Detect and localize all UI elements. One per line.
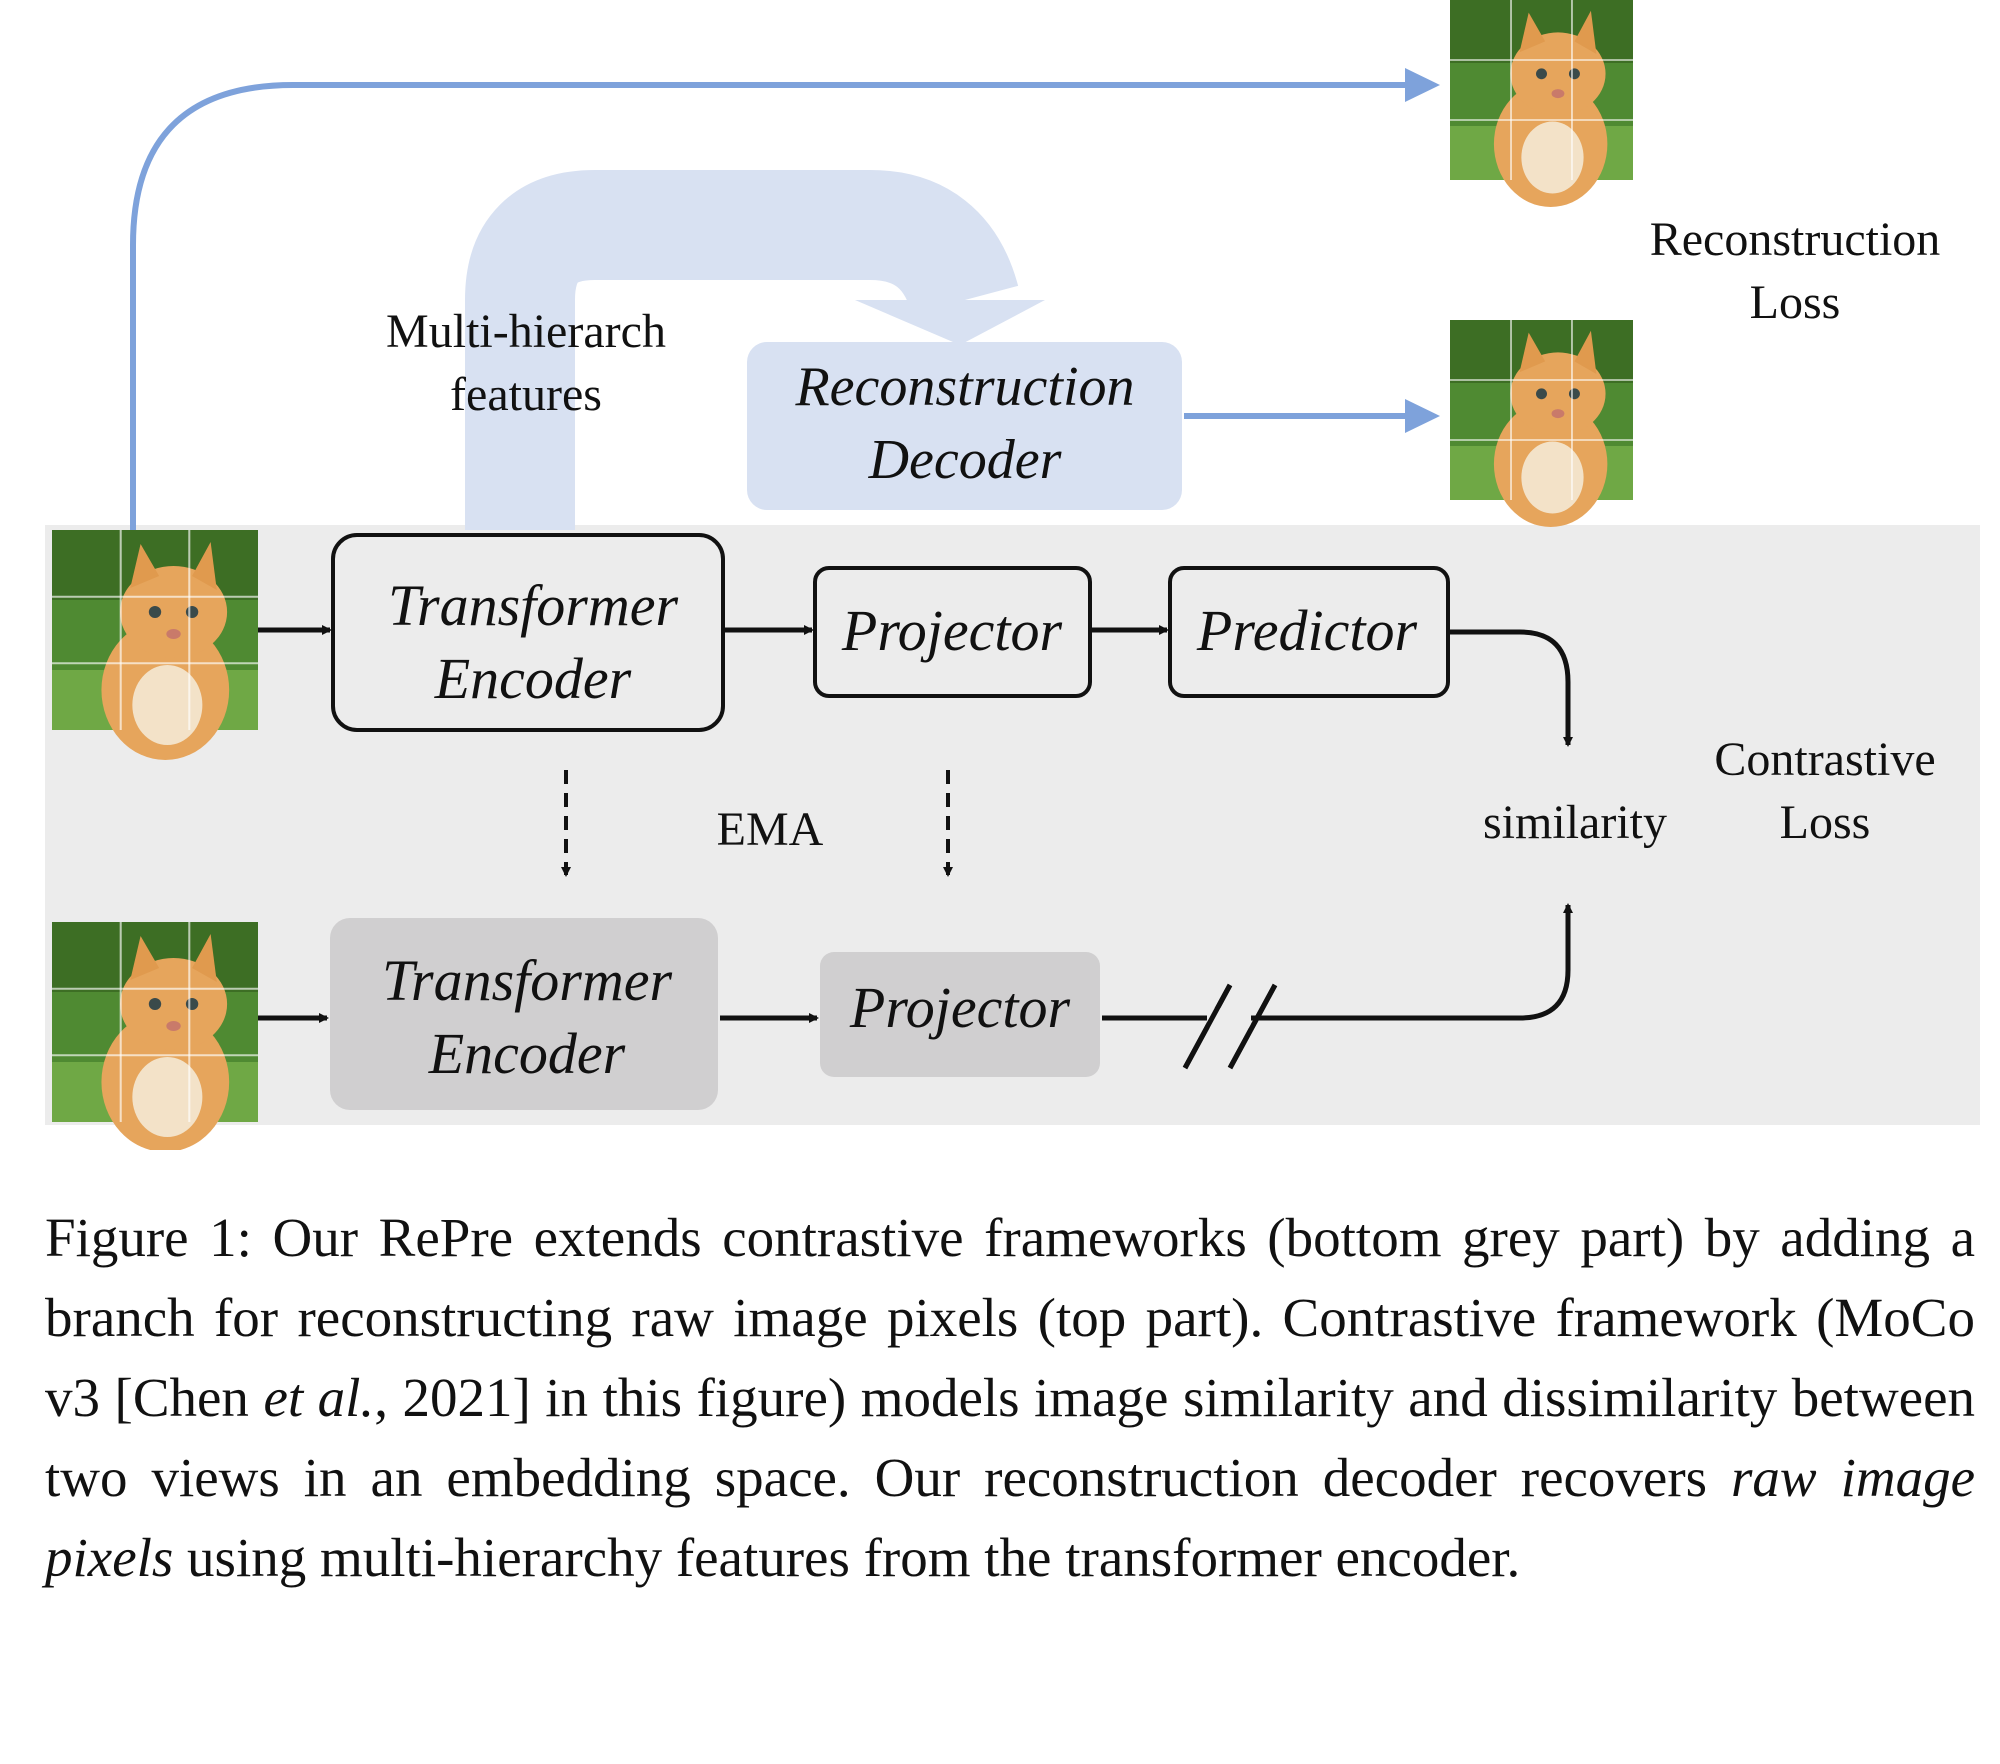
stop-gradient-mark-1b — [1182, 983, 1233, 1070]
reconstruction-loss-label-1: Reconstruction — [1650, 213, 1941, 266]
target-encoder-label-1: Transformer — [382, 948, 673, 1013]
repre-diagram: Reconstruction Decoder Multi-hierarch fe… — [45, 0, 1980, 1150]
figure-caption: Figure 1: Our RePre extends contrastive … — [45, 1198, 1975, 1598]
decoder-output-arrowhead — [1405, 399, 1440, 433]
predictor-label: Predictor — [1196, 598, 1418, 663]
contrastive-loss-label-2: Loss — [1780, 796, 1871, 849]
multi-hierarchy-label-2: features — [450, 368, 602, 421]
caption-mid: , 2021] in this figure) models image sim… — [45, 1367, 1975, 1508]
ema-label: EMA — [717, 803, 824, 856]
projector-box — [813, 566, 1092, 698]
reconstruction-decoder-label-1: Reconstruction — [794, 356, 1134, 418]
reconstructed-image — [1449, 319, 1634, 528]
multi-hierarchy-label-1: Multi-hierarch — [386, 305, 666, 358]
reconstruction-decoder-label-2: Decoder — [868, 429, 1062, 491]
multi-hierarchy-arrowhead — [855, 300, 1045, 345]
skip-connection-arrowhead — [1405, 68, 1440, 102]
caption-cite: et al. — [263, 1367, 375, 1428]
contrastive-loss-label-1: Contrastive — [1714, 733, 1935, 786]
reconstruction-loss-label-2: Loss — [1750, 276, 1841, 329]
arrow-target-projector-to-similarity — [1102, 903, 1573, 1021]
reconstruction-decoder-box — [747, 342, 1182, 510]
stop-gradient-mark-2b — [1227, 983, 1278, 1070]
predictor-box — [1168, 566, 1450, 698]
target-encoder-box — [330, 918, 718, 1110]
skip-connection-arrow — [130, 82, 1410, 530]
multi-hierarchy-arrow — [465, 170, 1019, 530]
input-image-view-1 — [50, 528, 260, 762]
transformer-encoder-label-2: Encoder — [434, 646, 632, 711]
similarity-label: similarity — [1483, 796, 1667, 849]
target-projector-label: Projector — [849, 975, 1071, 1040]
projector-label: Projector — [841, 598, 1063, 663]
target-encoder-label-2: Encoder — [428, 1021, 626, 1086]
stop-gradient-gap — [1207, 1008, 1251, 1028]
transformer-encoder-box — [331, 533, 725, 732]
caption-suffix: using multi-hierarchy features from the … — [173, 1527, 1521, 1588]
transformer-encoder-label-1: Transformer — [388, 573, 679, 638]
input-image-view-2 — [50, 920, 260, 1150]
caption-prefix: Figure 1: Our RePre extends contrastive … — [45, 1207, 1975, 1428]
arrow-predictor-to-similarity — [1450, 629, 1573, 747]
target-projector-box — [820, 952, 1100, 1077]
target-image — [1449, 0, 1634, 208]
caption-emphasis: raw image pixels — [45, 1447, 1976, 1588]
